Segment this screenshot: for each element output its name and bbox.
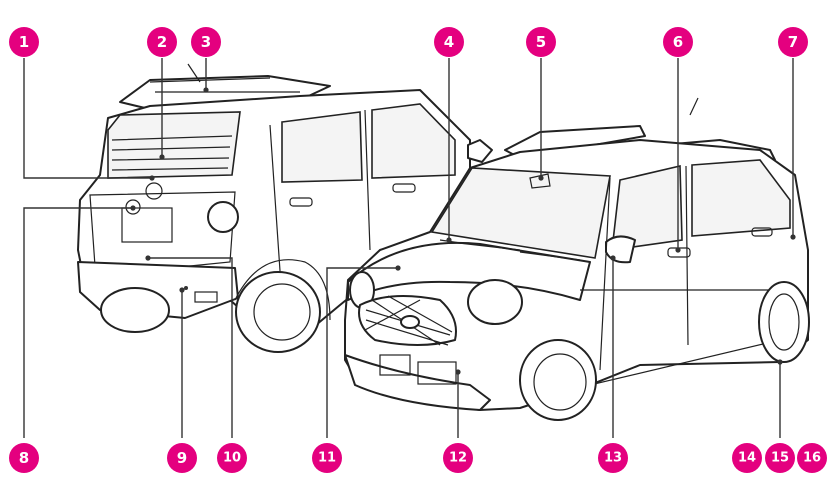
- callout-8-label: 8: [19, 449, 29, 467]
- callout-5-label: 5: [536, 33, 546, 51]
- callout-3: 3: [191, 27, 221, 57]
- callout-11: 11: [312, 443, 342, 473]
- callout-8: 8: [9, 443, 39, 473]
- callout-9-label: 9: [177, 449, 187, 467]
- callout-4-label: 4: [444, 33, 454, 51]
- callout-1: 1: [9, 27, 39, 57]
- callout-12-label: 12: [449, 451, 467, 466]
- callout-4: 4: [434, 27, 464, 57]
- callout-7: 7: [778, 27, 808, 57]
- callout-2: 2: [147, 27, 177, 57]
- callout-10-label: 10: [223, 451, 241, 466]
- callout-13: 13: [598, 443, 628, 473]
- callout-12: 12: [443, 443, 473, 473]
- callout-16: 16: [797, 443, 827, 473]
- callout-11-label: 11: [318, 451, 336, 466]
- callout-2-label: 2: [157, 33, 167, 51]
- callout-5: 5: [526, 27, 556, 57]
- callout-7-label: 7: [788, 33, 798, 51]
- callout-15-label: 15: [771, 451, 789, 466]
- callout-9: 9: [167, 443, 197, 473]
- callout-10: 10: [217, 443, 247, 473]
- callout-3-label: 3: [201, 33, 211, 51]
- callout-13-label: 13: [604, 451, 622, 466]
- callout-15: 15: [765, 443, 795, 473]
- callout-1-label: 1: [19, 33, 29, 51]
- callout-14-label: 14: [738, 451, 756, 466]
- callout-6-label: 6: [673, 33, 683, 51]
- callout-16-label: 16: [803, 451, 821, 466]
- callout-14: 14: [732, 443, 762, 473]
- callout-6: 6: [663, 27, 693, 57]
